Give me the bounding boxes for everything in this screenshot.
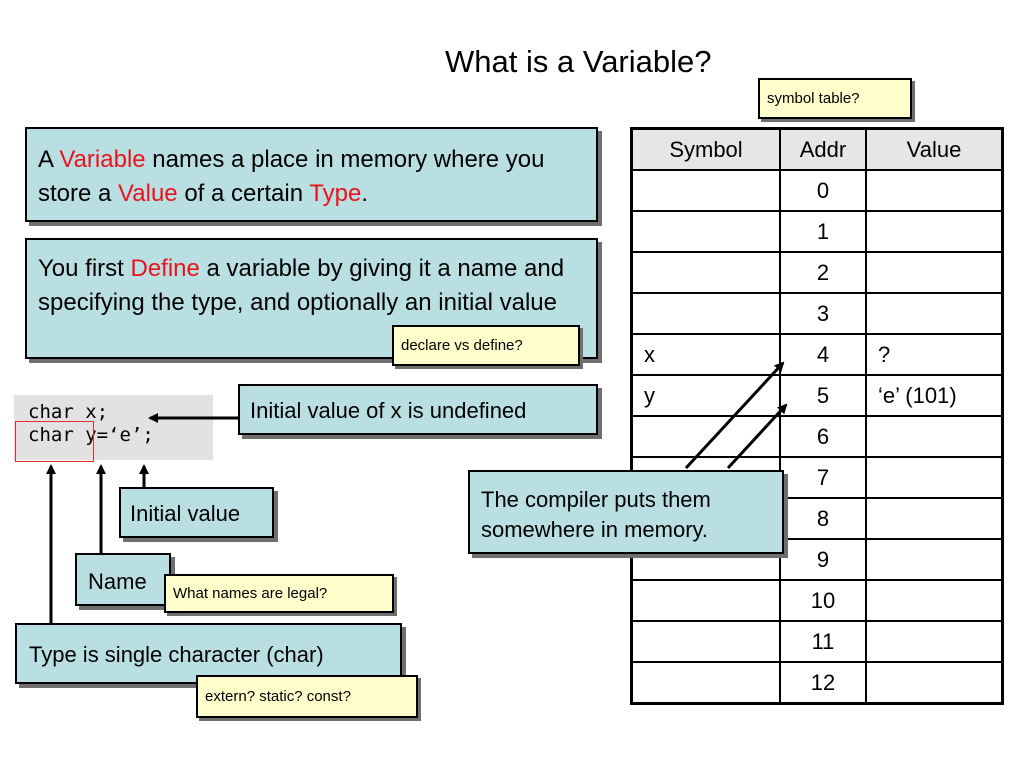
table-row: 0 bbox=[630, 169, 1004, 212]
cell-symbol bbox=[630, 169, 781, 212]
note-symbol-table: symbol table? bbox=[758, 78, 912, 119]
define-text: You first bbox=[38, 255, 131, 282]
label-name: Name bbox=[75, 553, 171, 606]
code-line-2: char y=‘e’; bbox=[28, 424, 154, 446]
table-row: 9 bbox=[630, 538, 1004, 581]
table-row: 3 bbox=[630, 292, 1004, 335]
term-value: Value bbox=[118, 180, 178, 207]
cell-value: ‘e’ (101) bbox=[865, 374, 1004, 417]
label-initial-undefined: Initial value of x is undefined bbox=[238, 384, 598, 435]
cell-value bbox=[865, 415, 1004, 458]
cell-addr: 5 bbox=[779, 374, 867, 417]
table-header-row: Symbol Addr Value bbox=[630, 127, 1004, 171]
definition-text: . bbox=[361, 180, 368, 207]
definition-text: A bbox=[38, 146, 60, 173]
cell-value bbox=[865, 169, 1004, 212]
col-header-symbol: Symbol bbox=[630, 127, 781, 171]
label-type: Type is single character (char) bbox=[15, 623, 402, 684]
cell-addr: 3 bbox=[779, 292, 867, 335]
cell-symbol bbox=[630, 251, 781, 294]
cell-symbol bbox=[630, 620, 781, 663]
cell-symbol bbox=[630, 579, 781, 622]
cell-value bbox=[865, 456, 1004, 499]
cell-addr: 11 bbox=[779, 620, 867, 663]
col-header-addr: Addr bbox=[779, 127, 867, 171]
cell-value bbox=[865, 538, 1004, 581]
cell-addr: 1 bbox=[779, 210, 867, 253]
cell-value bbox=[865, 251, 1004, 294]
cell-addr: 10 bbox=[779, 579, 867, 622]
cell-symbol: y bbox=[630, 374, 781, 417]
slide-title: What is a Variable? bbox=[445, 44, 712, 79]
type-highlight bbox=[15, 421, 94, 462]
note-legal-names: What names are legal? bbox=[164, 574, 394, 613]
table-row: 12 bbox=[630, 661, 1004, 705]
cell-addr: 9 bbox=[779, 538, 867, 581]
table-row: 11 bbox=[630, 620, 1004, 663]
label-compiler: The compiler puts them somewhere in memo… bbox=[468, 470, 784, 554]
definition-text: of a certain bbox=[177, 180, 310, 207]
col-header-value: Value bbox=[865, 127, 1004, 171]
cell-symbol bbox=[630, 661, 781, 705]
term-define: Define bbox=[130, 255, 200, 282]
cell-value bbox=[865, 579, 1004, 622]
definition-text: names a place in memory where you store … bbox=[38, 146, 545, 207]
note-declare-vs-define: declare vs define? bbox=[392, 325, 580, 366]
label-initial-value: Initial value bbox=[119, 487, 274, 538]
cell-symbol bbox=[630, 292, 781, 335]
cell-value bbox=[865, 210, 1004, 253]
cell-addr: 2 bbox=[779, 251, 867, 294]
cell-value bbox=[865, 292, 1004, 335]
cell-value bbox=[865, 661, 1004, 705]
cell-addr: 6 bbox=[779, 415, 867, 458]
note-qualifiers: extern? static? const? bbox=[196, 675, 418, 718]
code-block: char x;char y=‘e’; bbox=[14, 395, 213, 460]
cell-addr: 0 bbox=[779, 169, 867, 212]
term-variable: Variable bbox=[59, 146, 146, 173]
cell-value: ? bbox=[865, 333, 1004, 376]
cell-addr: 4 bbox=[779, 333, 867, 376]
cell-value bbox=[865, 620, 1004, 663]
table-row: 2 bbox=[630, 251, 1004, 294]
cell-addr: 12 bbox=[779, 661, 867, 705]
cell-symbol bbox=[630, 210, 781, 253]
arrow-to-addr-4 bbox=[684, 361, 785, 470]
define-text: a variable by giving it a name and speci… bbox=[38, 255, 565, 316]
cell-value bbox=[865, 497, 1004, 540]
arrow-to-addr-5 bbox=[726, 403, 788, 470]
code-line-1: char x; bbox=[28, 401, 109, 423]
table-row: 1 bbox=[630, 210, 1004, 253]
define-box: You first Define a variable by giving it… bbox=[25, 238, 598, 359]
definition-box: A Variable names a place in memory where… bbox=[25, 127, 598, 222]
cell-symbol: x bbox=[630, 333, 781, 376]
table-row: 10 bbox=[630, 579, 1004, 622]
term-type: Type bbox=[309, 180, 362, 207]
